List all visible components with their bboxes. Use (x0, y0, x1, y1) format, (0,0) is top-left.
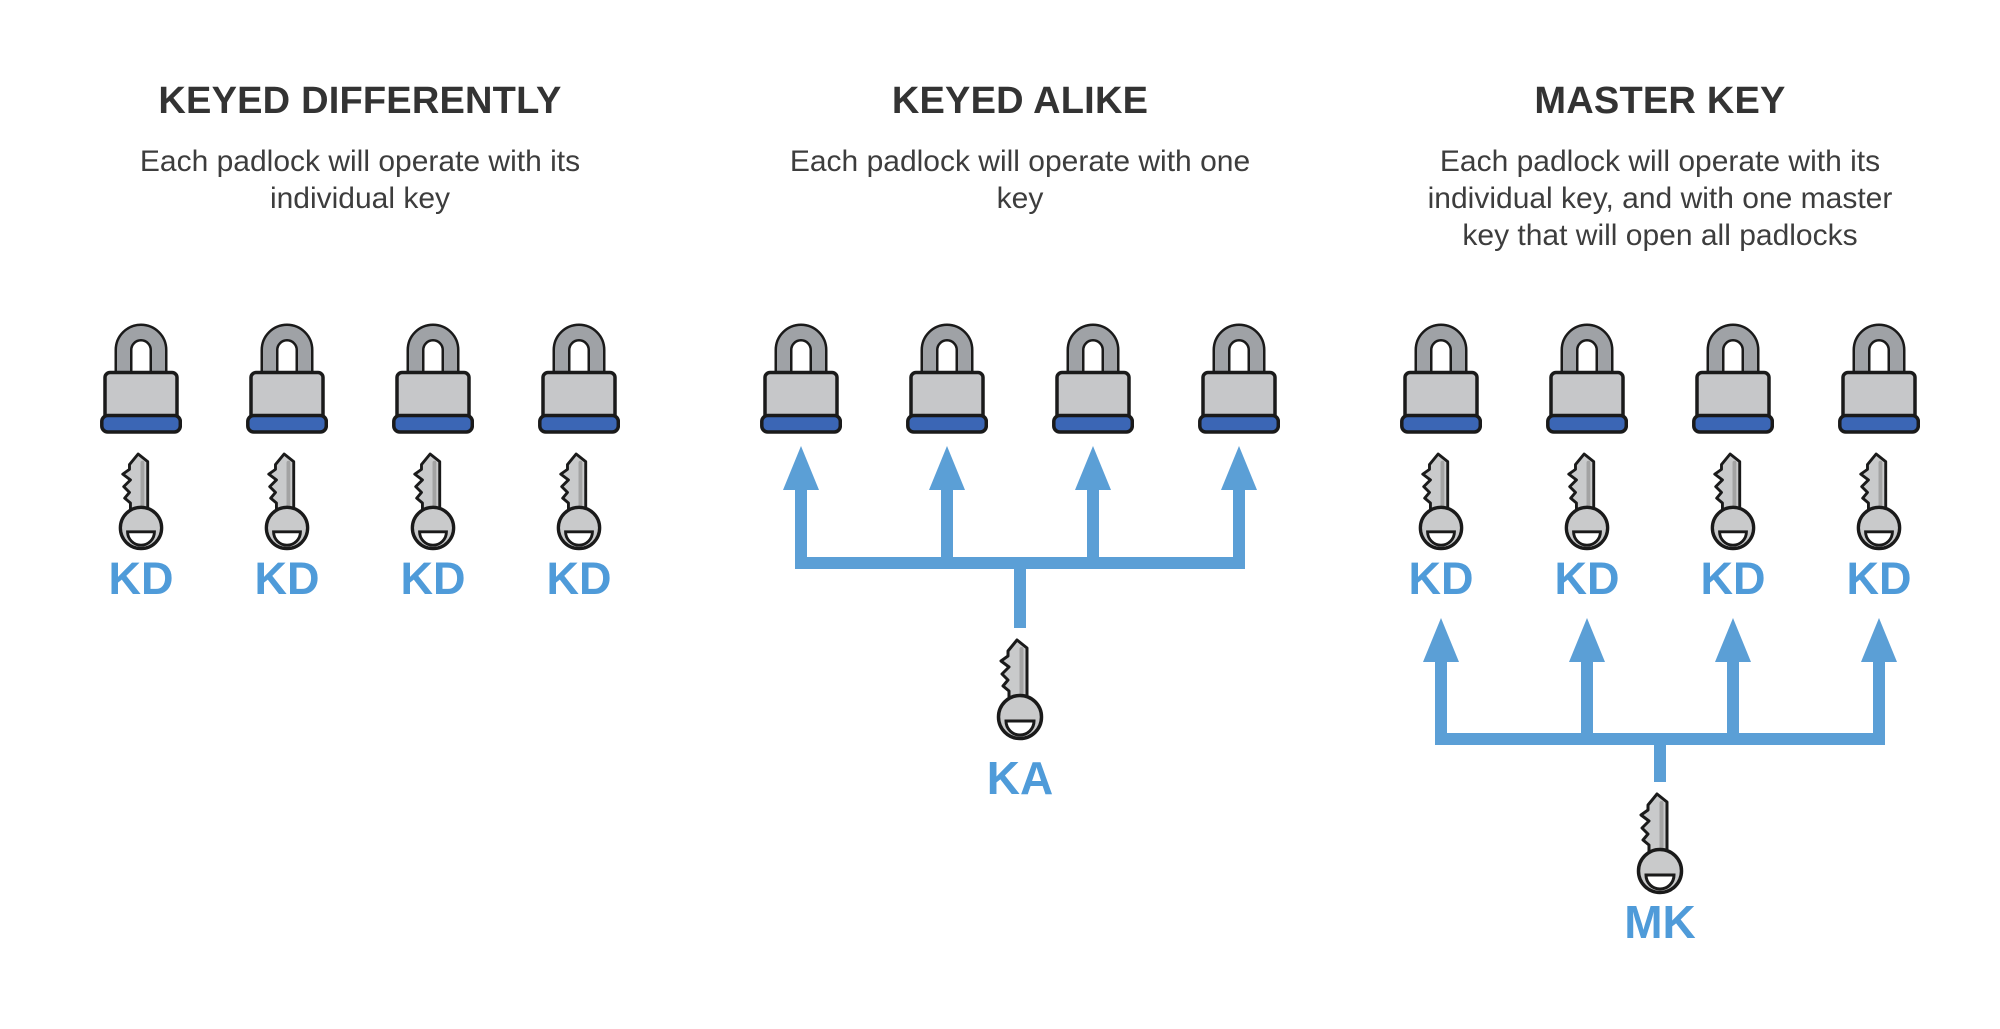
key-icon (1417, 452, 1465, 552)
key-label: KD (1554, 553, 1620, 604)
padlock-cell (1514, 322, 1660, 434)
key-icon (1709, 452, 1757, 552)
padlock-cell (1806, 322, 1952, 434)
padlock-cell (1020, 322, 1166, 434)
arrow-up-icon (1075, 446, 1111, 569)
padlock-icon (100, 322, 182, 434)
arrow-up-icon (1423, 618, 1459, 745)
padlock-cell (360, 322, 506, 434)
padlock-cell (874, 322, 1020, 434)
key-cell (68, 452, 214, 552)
master-key-icon (1635, 792, 1685, 896)
key-labels-row: KD KD KD KD (60, 556, 660, 601)
padlock-cell (1368, 322, 1514, 434)
branch-stem-line (1654, 733, 1666, 782)
padlock-icon (906, 322, 988, 434)
section-subtitle: Each padlock will operate with its indiv… (1427, 145, 1893, 252)
padlock-cell (506, 322, 652, 434)
keys-row (1360, 452, 1960, 552)
branch-arrows-to-padlocks (783, 446, 1257, 628)
key-cell (506, 452, 652, 552)
section-keyed-differently: KEYED DIFFERENTLY Each padlock will oper… (60, 0, 660, 1029)
branch-stem-line (1014, 557, 1026, 628)
arrow-up-icon (1569, 618, 1605, 745)
key-labels-row: KD KD KD KD (1360, 556, 1960, 601)
key-cell (360, 452, 506, 552)
arrow-up-icon (1861, 618, 1897, 745)
key-icon (117, 452, 165, 552)
key-icon (555, 452, 603, 552)
key-cell (1806, 452, 1952, 552)
padlock-icon (246, 322, 328, 434)
arrow-up-icon (1221, 446, 1257, 569)
shared-key-label: KA (986, 752, 1054, 804)
padlock-icon (1838, 322, 1920, 434)
padlock-cell (214, 322, 360, 434)
key-cell (1368, 452, 1514, 552)
padlocks-row (60, 322, 660, 434)
padlock-icon (1400, 322, 1482, 434)
key-icon (263, 452, 311, 552)
key-icon (409, 452, 457, 552)
key-icon (1563, 452, 1611, 552)
padlock-icon (1198, 322, 1280, 434)
padlock-icon (1692, 322, 1774, 434)
arrow-up-icon (929, 446, 965, 569)
padlock-icon (1052, 322, 1134, 434)
padlocks-row (1360, 322, 1960, 434)
section-subtitle: Each padlock will operate with one key (789, 145, 1251, 215)
key-cell (1660, 452, 1806, 552)
key-label: KD (1408, 553, 1474, 604)
section-keyed-alike: KEYED ALIKE Each padlock will operate wi… (720, 0, 1320, 1029)
arrow-up-icon (1715, 618, 1751, 745)
key-label: KD (1846, 553, 1912, 604)
arrow-up-icon (783, 446, 819, 569)
shared-key-icon (995, 638, 1045, 742)
key-label: KD (546, 553, 612, 604)
key-label: KD (254, 553, 320, 604)
padlocks-row (720, 322, 1320, 434)
key-cell (1514, 452, 1660, 552)
key-label: KD (1700, 553, 1766, 604)
section-title: KEYED DIFFERENTLY (158, 80, 562, 122)
section-master-key: MASTER KEY Each padlock will operate wit… (1360, 0, 1960, 1029)
key-label: KD (108, 553, 174, 604)
master-key-label: MK (1624, 896, 1696, 948)
keys-row (60, 452, 660, 552)
padlock-cell (728, 322, 874, 434)
section-subtitle: Each padlock will operate with its indiv… (139, 145, 581, 215)
padlock-icon (538, 322, 620, 434)
key-cell (214, 452, 360, 552)
section-title: KEYED ALIKE (891, 80, 1149, 122)
padlock-icon (1546, 322, 1628, 434)
padlock-cell (68, 322, 214, 434)
key-label: KD (400, 553, 466, 604)
branch-arrows-to-keys (1423, 618, 1897, 782)
section-title: MASTER KEY (1534, 80, 1786, 122)
padlock-icon (392, 322, 474, 434)
key-icon (1855, 452, 1903, 552)
padlock-cell (1166, 322, 1312, 434)
padlock-icon (760, 322, 842, 434)
padlock-cell (1660, 322, 1806, 434)
